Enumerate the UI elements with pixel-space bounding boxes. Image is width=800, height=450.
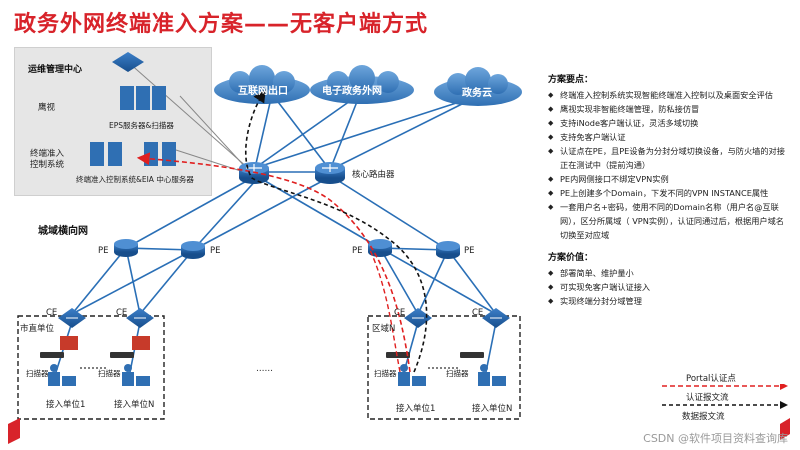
plan-point-item: 支持免客户端认证 bbox=[548, 130, 788, 144]
cloud-egov bbox=[310, 65, 414, 104]
cloud-internet-label: 互联网出口 bbox=[238, 86, 288, 97]
ce-label-3: CE bbox=[394, 308, 406, 318]
pe-router-1 bbox=[114, 239, 138, 257]
pe-router-3 bbox=[368, 239, 392, 257]
ellipsis: …… bbox=[256, 364, 273, 374]
city-network-label: 城域横向网 bbox=[38, 226, 88, 237]
legend-auth-arrow bbox=[780, 384, 788, 390]
core-router-label: 核心路由器 bbox=[352, 170, 395, 180]
eps-server-icon bbox=[120, 86, 166, 110]
page-title: 政务外网终端准入方案——无客户端方式 bbox=[14, 12, 429, 37]
plan-points-title: 方案要点： bbox=[548, 75, 594, 85]
plan-value-title: 方案价值： bbox=[548, 253, 594, 263]
firewall-icon bbox=[60, 336, 78, 350]
cloud-govcloud-label: 政务云 bbox=[462, 88, 492, 99]
plan-point-item: PE上创建多个Domain，下发不同的VPN INSTANCE属性 bbox=[548, 186, 788, 200]
plan-points-list: 终端准入控制系统实现智能终端准入控制以及桌面安全评估 鹰视实现非智能终端管理，防… bbox=[548, 88, 788, 242]
mgmt-switch-icon bbox=[112, 52, 144, 72]
access-unit-1-label: 接入单位1 bbox=[396, 404, 436, 414]
core-router-right bbox=[315, 162, 345, 184]
legend-auth-label: 认证报文流 bbox=[686, 393, 729, 403]
scanner-icon bbox=[110, 352, 134, 358]
scanner-label: 扫描器 bbox=[26, 369, 49, 378]
auth-flow-path bbox=[136, 152, 411, 373]
yingshi-label: 鹰视 bbox=[38, 103, 56, 113]
eia-server-icon bbox=[90, 142, 176, 166]
user-pc-icon bbox=[478, 364, 506, 386]
access-unit-n-label: 接入单位N bbox=[472, 404, 513, 414]
plan-point-item: PE内网侧接口不绑定VPN实例 bbox=[548, 172, 788, 186]
district-unit-box bbox=[367, 315, 521, 420]
city-unit-box bbox=[17, 315, 165, 420]
plan-point-item: 鹰视实现非智能终端管理，防私接仿冒 bbox=[548, 102, 788, 116]
city-unit-label: 市直单位 bbox=[20, 324, 55, 334]
right-panel: 方案要点： 终端准入控制系统实现智能终端准入控制以及桌面安全评估 鹰视实现非智能… bbox=[548, 72, 788, 308]
pe-label-2: PE bbox=[210, 246, 221, 256]
scanner-icon bbox=[386, 352, 410, 358]
pe-router-4 bbox=[436, 241, 460, 259]
scanner-label: 扫描器 bbox=[98, 369, 121, 378]
access-control-label-1: 终端准入 bbox=[30, 149, 65, 159]
district-unit-label: 区域N bbox=[372, 324, 396, 334]
scanner-icon bbox=[460, 352, 484, 358]
pe-label-1: PE bbox=[98, 246, 109, 256]
scanner-label: 扫描器 bbox=[446, 369, 469, 378]
user-pc-icon bbox=[398, 364, 426, 386]
plan-point-item: 支持iNode客户端认证，灵活多域切换 bbox=[548, 116, 788, 130]
legend-data-arrow bbox=[780, 401, 788, 409]
ce-switch-4 bbox=[482, 308, 510, 328]
firewall-icon bbox=[132, 336, 150, 350]
plan-point-item: 一套用户名+密码，使用不同的Domain名称（用户名@互联网），区分所属域（ V… bbox=[548, 200, 788, 242]
ce-label-4: CE bbox=[472, 308, 484, 318]
legend-lines bbox=[662, 384, 788, 409]
plan-point-item: 终端准入控制系统实现智能终端准入控制以及桌面安全评估 bbox=[548, 88, 788, 102]
network-diagram bbox=[17, 52, 522, 420]
ce-label-1: CE bbox=[46, 308, 58, 318]
mgmt-center-label: 运维管理中心 bbox=[28, 65, 83, 75]
user-pc-icon bbox=[122, 364, 150, 386]
pe-label-4: PE bbox=[464, 246, 475, 256]
corner-decoration-icon bbox=[8, 418, 20, 444]
access-unit-n-label: 接入单位N bbox=[114, 400, 155, 410]
ce-switch-3 bbox=[404, 308, 432, 328]
watermark: CSDN @软件项目资料查询库 bbox=[643, 432, 788, 445]
cloud-govcloud bbox=[434, 67, 522, 106]
access-control-label-2: 控制系统 bbox=[30, 160, 65, 170]
legend-data-label: 数据报文流 bbox=[682, 412, 725, 422]
mgmt-center-box bbox=[14, 47, 212, 196]
legend-portal-label: Portal认证点 bbox=[686, 374, 736, 384]
pe-label-3: PE bbox=[352, 246, 363, 256]
plan-value-item: 可实现免客户端认证接入 bbox=[548, 280, 788, 294]
scanner-label: 扫描器 bbox=[374, 369, 397, 378]
plan-point-item: 认证点在PE，且PE设备为分封分域切换设备，与防火墙的对接正在测试中（提前沟通） bbox=[548, 144, 788, 172]
plan-value-item: 实现终端分封分域管理 bbox=[548, 294, 788, 308]
plan-value-list: 部署简单、维护量小 可实现免客户端认证接入 实现终端分封分域管理 bbox=[548, 266, 788, 308]
ce-switch-1 bbox=[58, 308, 86, 328]
user-pc-icon bbox=[48, 364, 76, 386]
corner-decoration-icon bbox=[780, 418, 790, 440]
plan-value-item: 部署简单、维护量小 bbox=[548, 266, 788, 280]
ce-label-2: CE bbox=[116, 308, 128, 318]
access-unit-1-label: 接入单位1 bbox=[46, 400, 86, 410]
ce-switch-2 bbox=[126, 308, 154, 328]
scanner-icon bbox=[40, 352, 64, 358]
pe-router-2 bbox=[181, 241, 205, 259]
cloud-egov-label: 电子政务外网 bbox=[322, 86, 382, 97]
servers-label: 终端准入控制系统&EIA 中心服务器 bbox=[76, 175, 194, 184]
eps-label: EPS服务器&扫描器 bbox=[109, 121, 174, 130]
data-flow-path bbox=[245, 89, 428, 373]
